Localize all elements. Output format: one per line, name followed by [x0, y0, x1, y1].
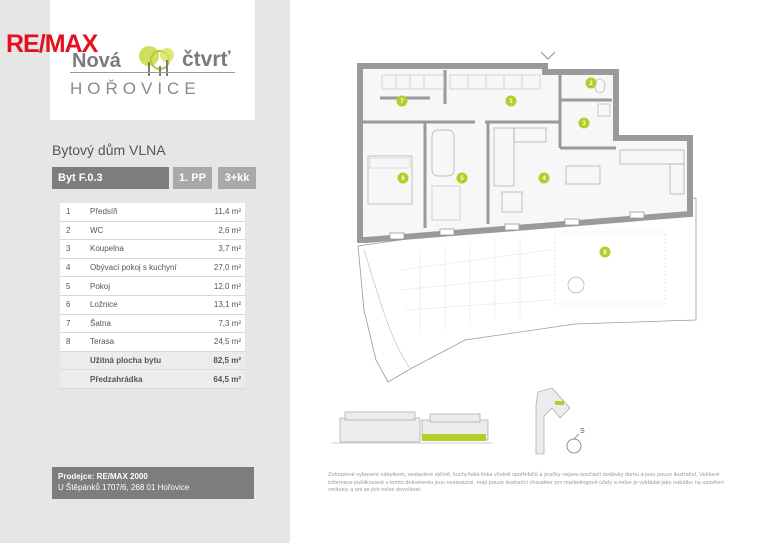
unit-id-tag: Byt F.0.3: [52, 167, 169, 189]
room-label-7: 7: [400, 99, 404, 105]
room-label-6: 6: [401, 176, 405, 182]
unit-layout-tag: 3+kk: [218, 167, 256, 189]
dining-table: [565, 165, 601, 185]
room-label-2: 2: [589, 81, 593, 87]
apartment-walls: [357, 63, 693, 243]
unit-floor-tag: 1. PP: [173, 167, 212, 189]
site-map-highlight: [555, 401, 564, 405]
terrace-table-icon: [567, 276, 585, 294]
building-title: Bytový dům VLNA: [52, 142, 166, 158]
room-label-5: 5: [460, 176, 464, 182]
room-label-4: 4: [542, 176, 546, 182]
compass-icon: [566, 438, 582, 454]
room-label-1: 1: [509, 99, 513, 105]
remax-logo: RE/MAX: [6, 30, 98, 58]
kitchen-counter: [619, 149, 685, 165]
sofa-shape: [493, 127, 515, 187]
trees-logo-icon: [139, 46, 174, 76]
garden-outline: [357, 197, 697, 383]
compass-label: S: [580, 428, 585, 435]
elevation-highlight: [422, 434, 486, 441]
project-city: HOŘOVICE: [70, 79, 201, 98]
room-label-3: 3: [582, 121, 586, 127]
bed-shape: [367, 155, 413, 205]
room-label-8: 8: [603, 250, 607, 256]
site-map: [535, 387, 571, 455]
entrance-chevron-icon: [540, 51, 556, 60]
disclaimer-text: Zobrazené vybavení nábytkem, vestavěné s…: [328, 472, 724, 494]
project-name-word2: čtvrť: [182, 48, 231, 71]
terrace-tiles: [554, 231, 666, 305]
project-name-word1: Nová: [72, 50, 121, 72]
bathtub-shape: [431, 129, 455, 177]
logo-divider: [70, 72, 235, 73]
seller-box: Prodejce: RE/MAX 2000 U Štěpánků 1707/6,…: [52, 467, 254, 499]
garden-curve: [363, 249, 411, 369]
